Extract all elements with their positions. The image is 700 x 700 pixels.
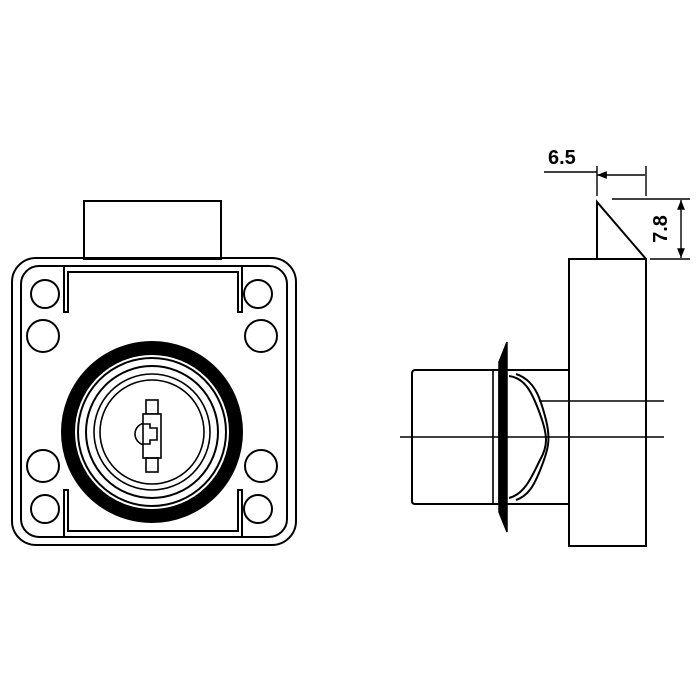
dimension-label-height: 7.8: [650, 215, 672, 243]
front-housing-outer: [11, 257, 297, 546]
mounting-hole-br-bottom: [243, 494, 273, 524]
dimension-bolt-width: [544, 166, 647, 196]
mounting-hole-bl-bottom: [30, 494, 60, 524]
front-face-plate-lower: [63, 489, 243, 537]
cylinder-core: [99, 379, 205, 485]
side-spring-wave: [508, 375, 547, 499]
keyway: [134, 399, 162, 473]
side-bolt: [596, 199, 647, 260]
mounting-hole-tr-top: [243, 279, 273, 309]
side-body: [568, 258, 647, 547]
lock-cylinder: [61, 341, 243, 523]
cylinder-ring-3: [93, 373, 211, 491]
mounting-hole-bl-top: [26, 449, 60, 483]
cylinder-thick-ring: [61, 341, 243, 523]
mounting-hole-tr-bottom: [244, 319, 278, 353]
cylinder-ring-2: [85, 365, 219, 499]
dimension-bolt-height: [612, 198, 690, 260]
front-bolt: [83, 200, 222, 260]
cylinder-ring-1: [77, 357, 227, 507]
center-lines: [400, 400, 664, 438]
mounting-hole-br-top: [244, 449, 278, 483]
front-housing-inner: [20, 265, 288, 538]
side-spring-wave-2: [515, 373, 550, 501]
side-view: [411, 199, 647, 547]
mounting-hole-tl-bottom: [26, 319, 60, 353]
dimension-label-width: 6.5: [548, 147, 576, 169]
front-face-plate: [63, 266, 243, 313]
mounting-hole-tl-top: [30, 279, 60, 309]
front-view: [11, 200, 297, 546]
